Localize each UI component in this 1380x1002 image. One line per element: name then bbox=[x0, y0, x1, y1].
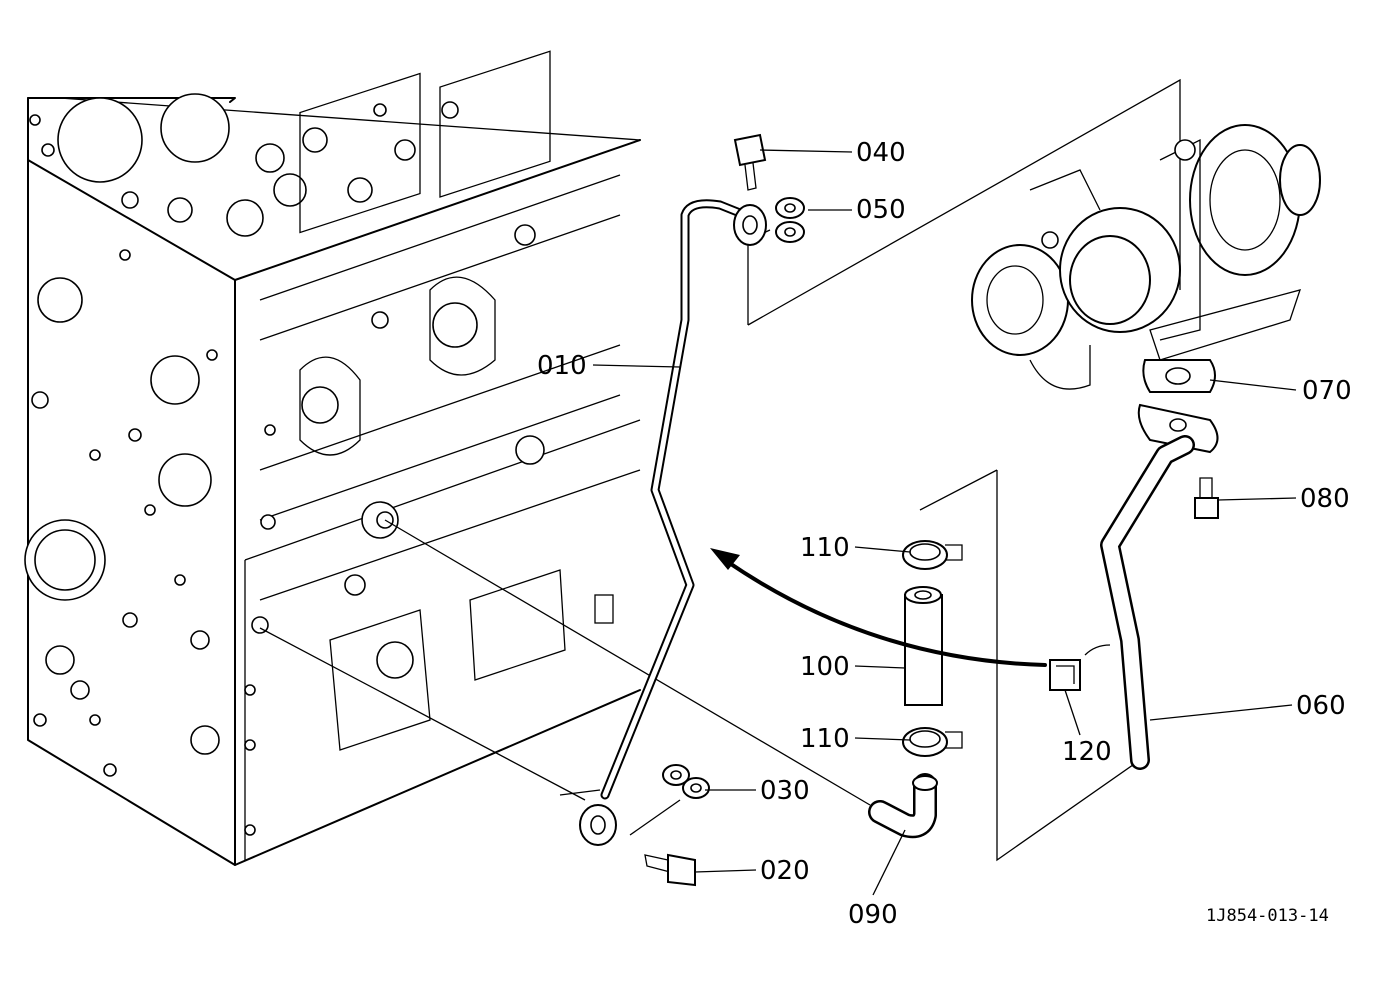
clamp-110-lower bbox=[902, 727, 963, 757]
label-050: 050 bbox=[856, 195, 906, 225]
label-120: 120 bbox=[1062, 737, 1112, 767]
bolt-040 bbox=[733, 133, 767, 191]
label-080: 080 bbox=[1300, 484, 1350, 514]
label-060: 060 bbox=[1296, 691, 1346, 721]
part-labels: 010 020 030 040 050 060 070 080 090 100 … bbox=[537, 138, 1352, 930]
gasket-050 bbox=[775, 197, 805, 243]
label-020: 020 bbox=[760, 856, 810, 886]
oil-pipe-010 bbox=[579, 199, 767, 846]
bolt-020 bbox=[644, 853, 696, 887]
elbow-090 bbox=[868, 773, 938, 839]
turbocharger bbox=[971, 124, 1321, 390]
return-pipe-060 bbox=[1100, 435, 1195, 770]
label-010: 010 bbox=[537, 351, 587, 381]
label-100: 100 bbox=[800, 652, 850, 682]
drawing-code: 1J854-013-14 bbox=[1206, 906, 1329, 926]
clip-120 bbox=[1049, 659, 1081, 691]
label-110-upper: 110 bbox=[800, 533, 850, 563]
label-110-lower: 110 bbox=[800, 724, 850, 754]
engine-block bbox=[24, 50, 641, 866]
label-040: 040 bbox=[856, 138, 906, 168]
leader-lines bbox=[592, 149, 1297, 896]
bolt-080 bbox=[1194, 477, 1219, 519]
flange bbox=[1137, 403, 1219, 454]
curved-arrow bbox=[710, 548, 1111, 667]
clamp-110-upper bbox=[902, 540, 963, 570]
gasket-030 bbox=[662, 764, 710, 799]
gasket-070 bbox=[1142, 359, 1216, 393]
label-090: 090 bbox=[848, 900, 898, 930]
label-070: 070 bbox=[1302, 376, 1352, 406]
assembly-lines bbox=[259, 78, 1181, 862]
label-030: 030 bbox=[760, 776, 810, 806]
